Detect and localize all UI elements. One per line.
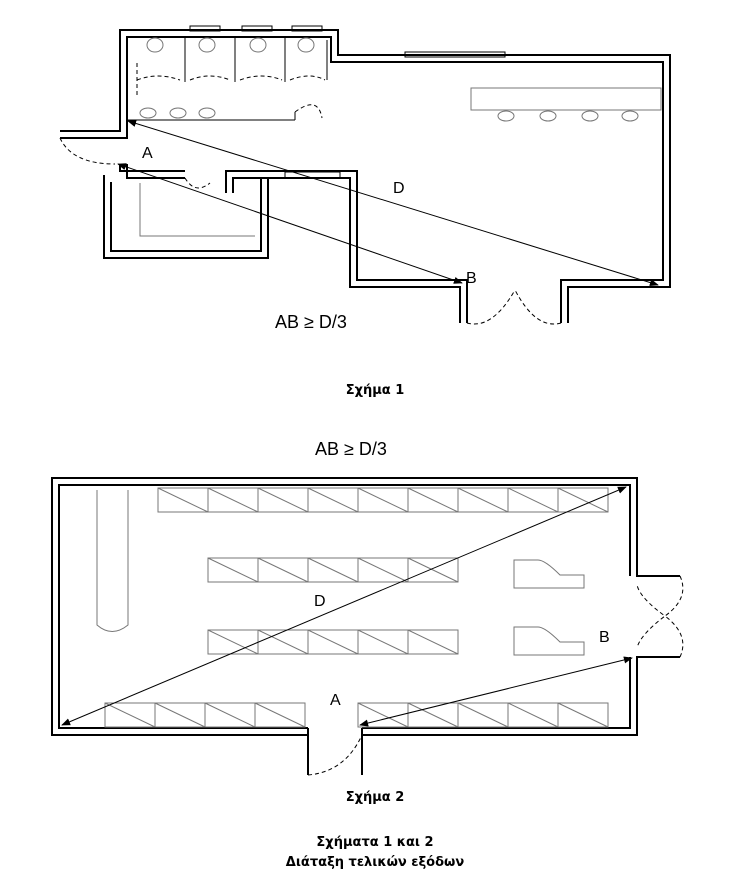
- sink-icon: [169, 107, 187, 119]
- figure-1-walls: [60, 25, 671, 323]
- sink-icon: [198, 107, 216, 119]
- checkout-counter: [513, 626, 585, 656]
- tall-shelf: [96, 490, 129, 632]
- figure-2-caption: Σχήμα 2: [345, 790, 405, 805]
- distance-ab-line: [359, 656, 633, 727]
- point-b-label: B: [466, 270, 477, 287]
- wc-stalls: [127, 37, 328, 121]
- sink-icon: [139, 107, 157, 119]
- distance-ab-line: [117, 163, 463, 284]
- counter: [139, 183, 255, 237]
- point-a-label: A: [142, 145, 153, 162]
- shelf-top-row: [157, 487, 609, 513]
- figure-2-walls: [51, 477, 680, 775]
- bar-counter: [470, 87, 662, 122]
- distance-d-line: [61, 486, 627, 726]
- toilet-icon: [297, 37, 315, 53]
- figure-1-rule: AB ≥ D/3: [275, 312, 347, 332]
- footer-subtitle: Διάταξη τελικών εξόδων: [285, 855, 465, 870]
- checkout-counter: [513, 559, 585, 589]
- point-a-label: A: [330, 692, 341, 709]
- figure-2-plan: AB ≥ D/3: [51, 439, 684, 776]
- distance-d-label: D: [314, 593, 326, 610]
- figure-2-rule: AB ≥ D/3: [315, 439, 387, 459]
- shelf-bottom-row-left: [104, 702, 306, 728]
- figure-1-plan: A D B AB ≥ D/3: [59, 25, 671, 332]
- distance-d-line: [127, 119, 659, 287]
- toilet-icon: [146, 37, 164, 53]
- figure-1-caption: Σχήμα 1: [345, 383, 405, 398]
- shelf-bottom-row-right: [357, 702, 609, 728]
- distance-d-label: D: [393, 180, 405, 197]
- toilet-icon: [249, 37, 267, 53]
- point-b-label: B: [599, 629, 610, 646]
- figure-2-doors: [307, 575, 684, 776]
- footer-title: Σχήματα 1 και 2: [316, 835, 434, 850]
- shelf-middle-row-2: [207, 629, 459, 655]
- toilet-icon: [198, 37, 216, 53]
- shelf-middle-row-1: [207, 557, 459, 583]
